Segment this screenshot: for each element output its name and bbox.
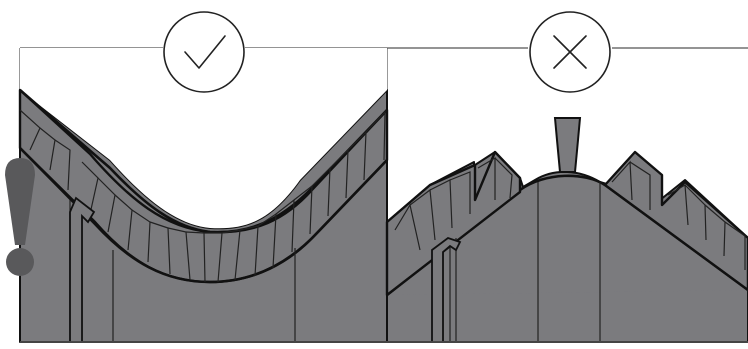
x-icon — [529, 11, 611, 93]
left-bowl-upper-edge — [19, 89, 388, 234]
right-dome — [386, 174, 748, 297]
incorrect-panel — [385, 117, 748, 343]
checkmark-icon — [163, 11, 245, 93]
correct-panel — [18, 48, 389, 343]
left-lattice — [19, 109, 386, 283]
right-band-right — [603, 150, 748, 292]
left-bowl-interior — [20, 48, 387, 229]
right-spire — [553, 117, 582, 173]
exclamation-icon — [5, 158, 35, 276]
right-lattice — [394, 156, 746, 270]
left-bowl-lower-edge — [19, 147, 388, 284]
